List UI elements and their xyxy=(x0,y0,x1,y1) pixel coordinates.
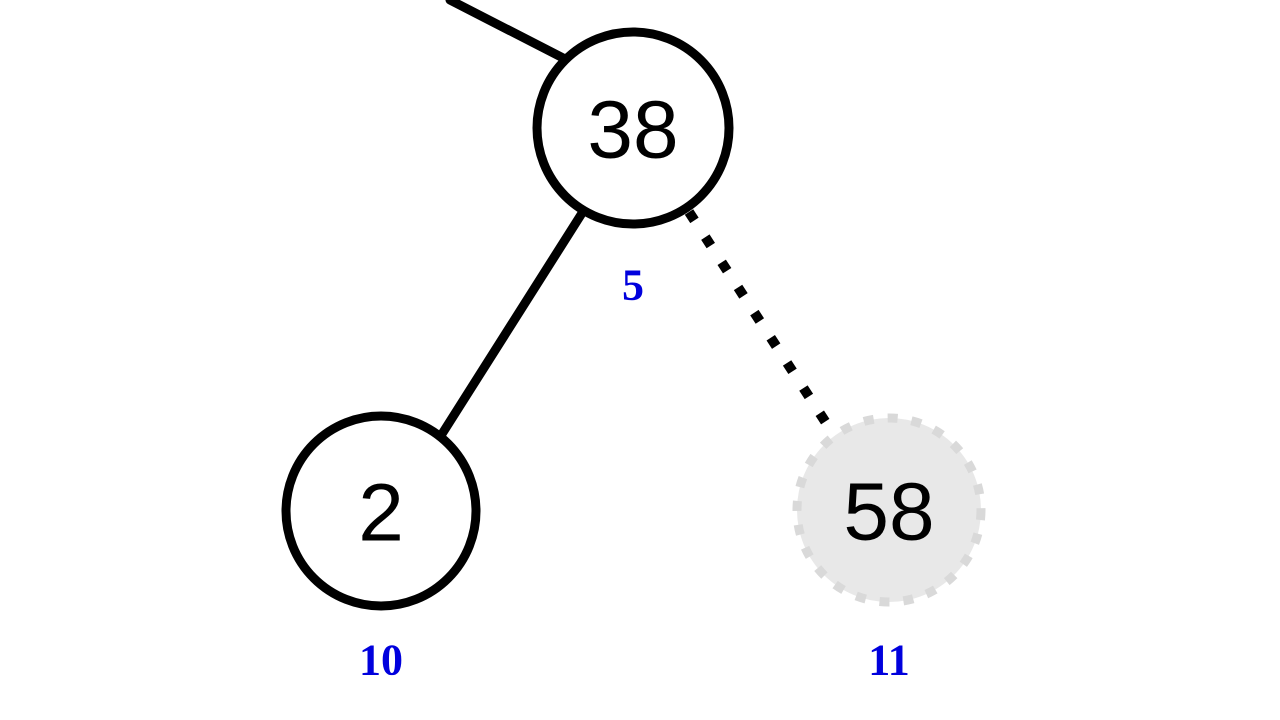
node-58[interactable]: 58 xyxy=(792,413,986,607)
edge-node-38-to-node-2 xyxy=(437,205,589,439)
index-label-node-58: 11 xyxy=(868,636,910,685)
node-58-value: 58 xyxy=(843,467,934,558)
index-label-node-2: 10 xyxy=(359,636,403,685)
node-58-circle[interactable] xyxy=(792,413,986,607)
node-38-circle[interactable] xyxy=(532,27,734,229)
node-2[interactable]: 2 xyxy=(281,411,481,611)
edge-node-38-to-node-58 xyxy=(684,209,837,435)
node-38[interactable]: 38 xyxy=(532,27,734,229)
node-2-circle[interactable] xyxy=(281,411,481,611)
index-label-node-38: 5 xyxy=(622,261,644,310)
node-2-value: 2 xyxy=(358,468,404,559)
edge-parent-to-node-38 xyxy=(445,0,572,65)
node-38-value: 38 xyxy=(587,85,678,176)
